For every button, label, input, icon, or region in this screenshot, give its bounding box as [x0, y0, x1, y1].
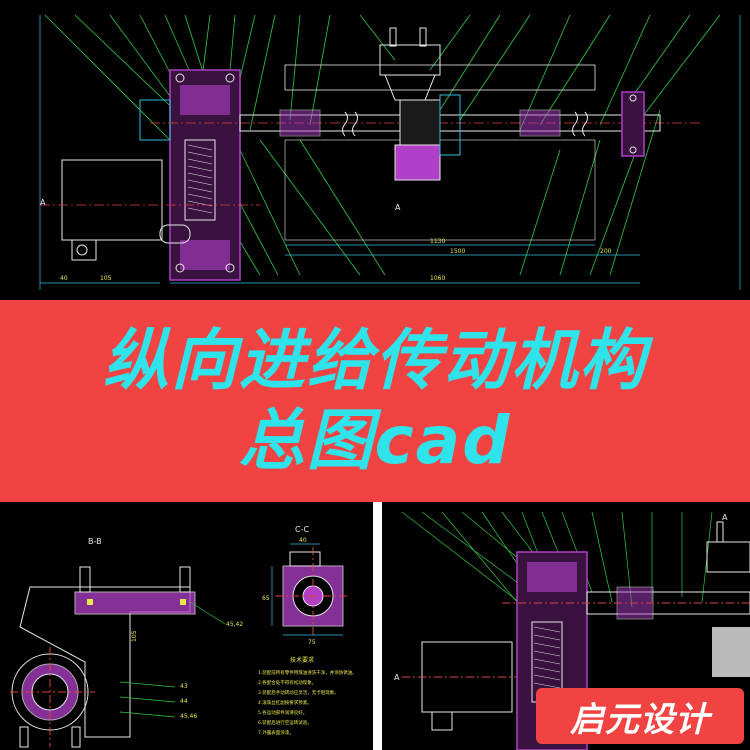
dim-label-6: 200 [600, 248, 612, 255]
gearbox-housing [159, 69, 241, 281]
part-number-45-42: 45,42 [226, 621, 243, 628]
dim-height: 105 [131, 630, 138, 642]
tech-note-5: 5.各运动部件润滑良好。 [258, 709, 307, 716]
screw-nut-carriage [379, 27, 461, 181]
assembly-drawing-svg: A A 105 1060 1130 1500 40 200 [39, 14, 741, 290]
dim-label-2: 1060 [430, 275, 445, 282]
ball-screw [239, 109, 661, 137]
flange-dim-bottom: 75 [308, 639, 316, 646]
section-mark-center: A [395, 203, 401, 212]
section-mark-zoom-top: A [722, 513, 728, 522]
bottom-right-cad-drawing: A A 启元设计 [382, 502, 750, 750]
bottom-left-cad-drawing: B-B C-C 43 44 45,46 45,42 [0, 502, 373, 750]
view-label-cc: C-C [295, 525, 309, 534]
part-number-43: 43 [180, 683, 188, 690]
part-number-45-46: 45,46 [180, 713, 197, 720]
dimension-lines [39, 15, 741, 290]
dim-label-5: 40 [60, 275, 68, 282]
assembly-zoom-svg: A A [394, 511, 750, 750]
tech-note-2: 2.各配合处不得有松动现象。 [258, 679, 316, 686]
tech-note-1: 1.装配前所有零件用煤油清洗干净，并涂防锈油。 [258, 669, 357, 676]
top-cad-drawing: A A 105 1060 1130 1500 40 200 [0, 0, 750, 300]
title-banner: 纵向进给传动机构 总图cad [0, 300, 750, 502]
banner-title-line-1: 纵向进给传动机构 [103, 322, 647, 399]
tech-note-7: 7.外露表面涂漆。 [258, 729, 294, 736]
tech-note-3: 3.装配后手动转动应灵活，无卡阻现象。 [258, 689, 339, 696]
brand-label: 启元设计 [570, 699, 710, 740]
section-mark-zoom-left: A [394, 673, 400, 682]
section-views-svg: B-B C-C 43 44 45,46 45,42 [10, 525, 357, 748]
brand-watermark: 启元设计 [536, 688, 744, 744]
tech-note-6: 6.装配后进行空运转试验。 [258, 719, 312, 726]
leader-lines-top [44, 14, 721, 276]
motor-outline [61, 159, 163, 241]
dim-label-3: 1130 [430, 238, 445, 245]
dim-label-4: 1500 [450, 248, 465, 255]
tech-notes-list: 1.装配前所有零件用煤油清洗干净，并涂防锈油。 2.各配合处不得有松动现象。 3… [258, 669, 357, 736]
part-number-44: 44 [180, 698, 188, 705]
bracket-section [10, 566, 196, 748]
flange-section [271, 543, 350, 637]
tech-notes-title: 技术要求 [290, 656, 314, 664]
flange-dim-top: 40 [299, 537, 307, 544]
banner-title-line-2: 总图cad [238, 402, 512, 479]
tech-note-4: 4.滚珠丝杠副按要求预紧。 [258, 699, 312, 706]
dim-label-1: 105 [100, 275, 112, 282]
flange-dim-side: 65 [262, 595, 270, 602]
view-label-bb: B-B [88, 537, 102, 546]
section-mark-left: A [40, 198, 46, 207]
panel-divider [373, 502, 382, 750]
right-bearing [621, 91, 645, 157]
